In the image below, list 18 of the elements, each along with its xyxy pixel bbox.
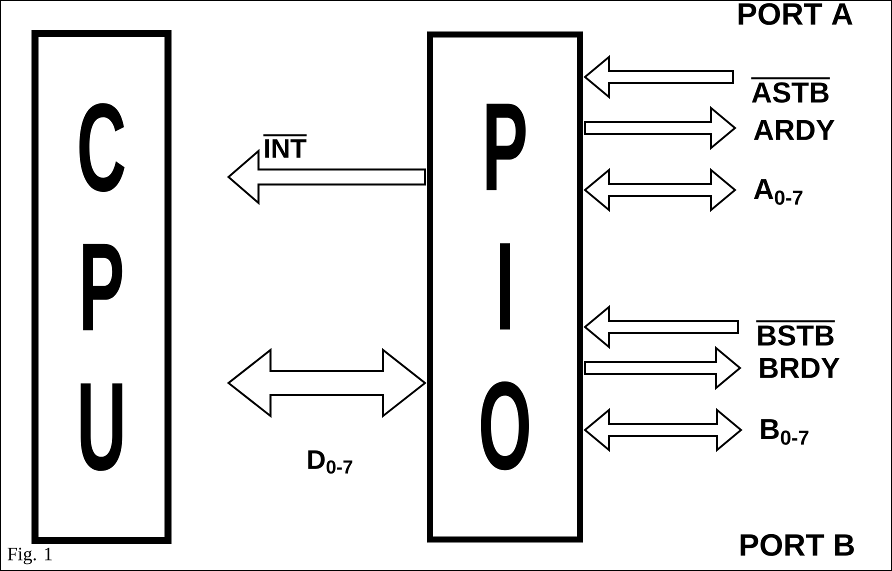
hollow-arrow	[584, 106, 737, 150]
edge-label: INT	[263, 134, 307, 158]
signal-label: ARDY	[754, 120, 835, 140]
signal-label: B$_{0-7}$	[761, 419, 808, 445]
port-label: PORT B	[740, 534, 854, 556]
signal-label: A$_{0-7}$	[754, 179, 802, 205]
hollow-arrow	[584, 346, 742, 390]
signal-label: ASTB	[751, 77, 830, 103]
signal-label: BSTB	[756, 320, 835, 346]
chip-box: C P U	[32, 30, 172, 544]
port-label: PORT A	[738, 3, 853, 25]
signal-label: BRDY	[760, 358, 840, 378]
chip-box: P I O	[427, 32, 583, 542]
figure-caption: Fig. 1	[8, 548, 52, 564]
hollow-arrow	[226, 148, 426, 206]
hollow-arrow	[583, 54, 734, 100]
edge-label: D$_{0-7}$	[308, 450, 352, 474]
hollow-arrow	[583, 304, 739, 350]
